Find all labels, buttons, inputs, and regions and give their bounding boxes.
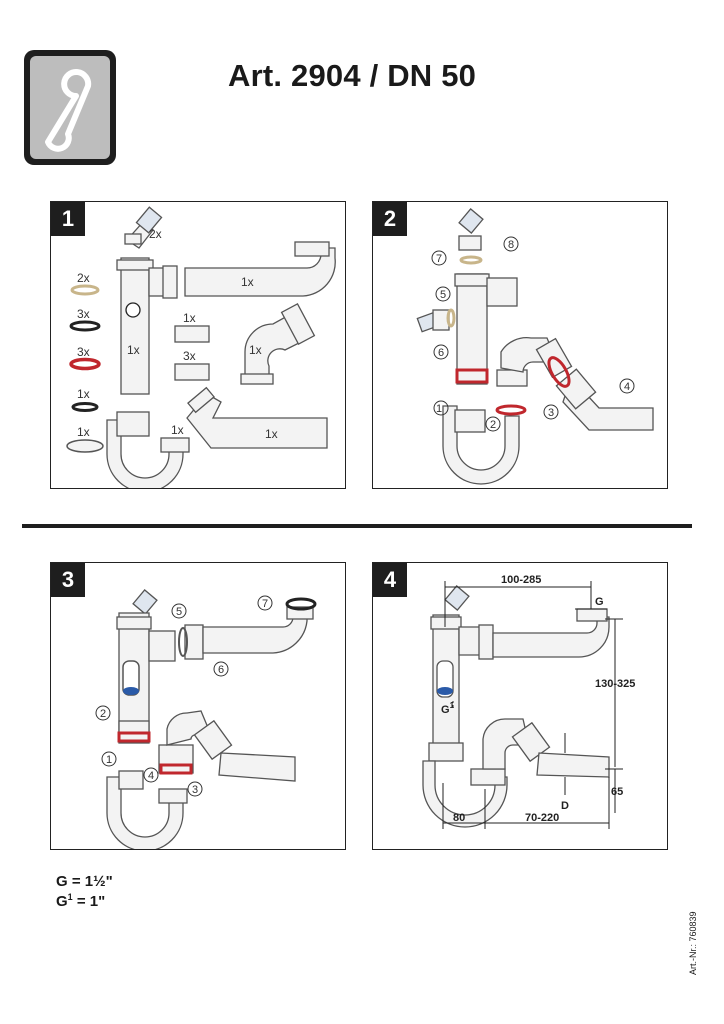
count-ring-beige: 2x (77, 271, 90, 285)
callout-1: 1 (436, 403, 442, 415)
callout-2: 2 (490, 419, 496, 431)
count-ring-red: 3x (77, 345, 90, 359)
callout-1: 1 (106, 754, 112, 766)
count-bend-tube: 1x (265, 427, 278, 441)
dimension-lines (442, 581, 623, 829)
callout-2: 2 (100, 708, 106, 720)
step-number-badge: 3 (51, 563, 85, 597)
dim-top: 100-285 (501, 574, 541, 586)
count-ring-black-small: 1x (77, 387, 90, 401)
page-title: Art. 2904 / DN 50 (228, 58, 477, 93)
assembly-drawing (106, 589, 314, 849)
panel-step-4: 4 100-285 (372, 562, 668, 850)
dim-range: 70-220 (525, 812, 559, 824)
step-number-badge: 1 (51, 202, 85, 236)
wrench-icon (24, 50, 116, 165)
count-nut-top: 1x (183, 311, 196, 325)
spec-g: G = 1½" (56, 873, 113, 890)
section-divider (22, 524, 692, 528)
nut-parts (174, 325, 210, 381)
count-tee-body: 1x (127, 343, 140, 357)
dim-g1: G1 (441, 701, 455, 716)
callout-markers (95, 595, 273, 797)
panel-step-2: 2 1 2 (372, 201, 668, 489)
callout-5: 5 (176, 606, 182, 618)
count-trap: 1x (171, 423, 184, 437)
callout-6: 6 (218, 664, 224, 676)
panel-step-1: 1 2x 1x 1x 2x (50, 201, 346, 489)
callout-8: 8 (508, 239, 514, 251)
tee-body-part (116, 257, 178, 395)
seal-rings (117, 597, 317, 775)
dim-vertical: 130-325 (595, 678, 635, 690)
angle-connector-part (240, 303, 316, 385)
assembly-drawing (416, 208, 654, 485)
count-elbow: 2x (149, 227, 162, 241)
count-washer: 1x (77, 425, 90, 439)
callout-6: 6 (438, 347, 444, 359)
callout-7: 7 (262, 598, 268, 610)
count-angle-connector: 1x (249, 343, 262, 357)
dim-d: D (561, 800, 569, 812)
spec-g1: G1 = 1" (56, 892, 106, 910)
callout-4: 4 (148, 770, 154, 782)
callout-markers (431, 236, 635, 432)
step-number-badge: 2 (373, 202, 407, 236)
callout-3: 3 (192, 784, 198, 796)
count-nut-bottom: 3x (183, 349, 196, 363)
count-tube-long: 1x (241, 275, 254, 289)
dim-g: G (595, 596, 604, 608)
callout-3: 3 (548, 407, 554, 419)
dim-80: 80 (453, 812, 465, 824)
tube-long-part (184, 241, 336, 297)
trap-part (106, 411, 190, 488)
bend-tube-part (186, 386, 328, 449)
seal-set (66, 284, 104, 453)
seal-rings (446, 255, 571, 416)
panel-step-3: 3 (50, 562, 346, 850)
step-number-badge: 4 (373, 563, 407, 597)
callout-7: 7 (436, 253, 442, 265)
article-number: Art.-Nr.: 760839 (688, 911, 698, 975)
count-ring-black: 3x (77, 307, 90, 321)
callout-5: 5 (440, 289, 446, 301)
dim-65: 65 (611, 786, 623, 798)
installed-siphon-drawing (422, 585, 610, 828)
callout-4: 4 (624, 381, 630, 393)
elbow-part (124, 206, 163, 249)
